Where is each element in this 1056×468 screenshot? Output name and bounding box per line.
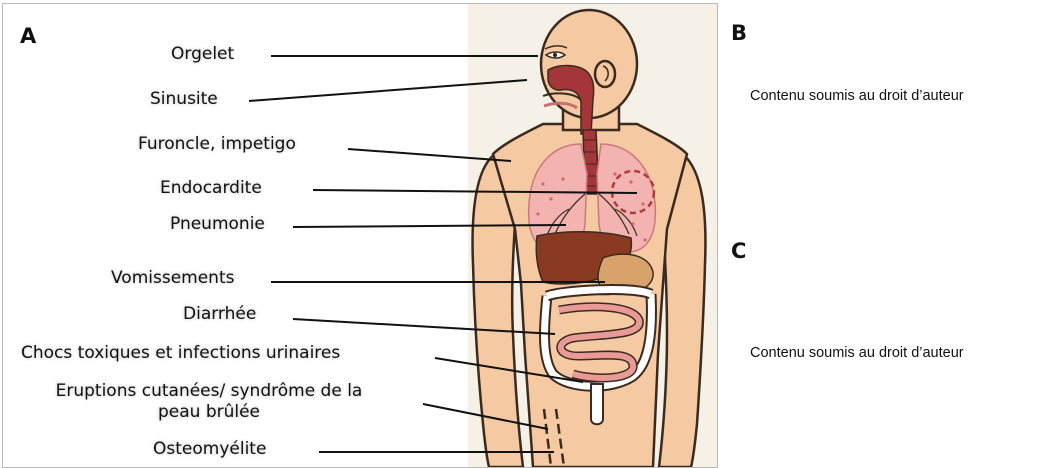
label-furoncle-impetigo: Furoncle, impetigo — [138, 134, 296, 154]
panel-letter-a: A — [20, 24, 36, 48]
label-orgelet: Orgelet — [171, 44, 234, 64]
panel-letter-c: C — [731, 239, 746, 263]
label-pneumonie: Pneumonie — [170, 214, 265, 234]
label-eruptions-cutanees: Eruptions cutanées/ syndrôme de la peau … — [29, 381, 389, 423]
panel-letter-b: B — [731, 21, 747, 45]
label-eruptions-line1: Eruptions cutanées/ syndrôme de la — [29, 381, 389, 402]
diagram-panel-a: A Orgelet Sinusite Furoncle, impetigo En… — [2, 3, 718, 468]
label-eruptions-line2: peau brûlée — [29, 402, 389, 423]
label-osteomyelite: Osteomyélite — [153, 439, 266, 459]
copyright-notice-c: Contenu soumis au droit d’auteur — [750, 345, 964, 361]
label-chocs-toxiques: Chocs toxiques et infections urinaires — [21, 343, 340, 363]
label-diarrhee: Diarrhée — [183, 304, 256, 324]
copyright-notice-b: Contenu soumis au droit d’auteur — [750, 88, 964, 104]
label-vomissements: Vomissements — [111, 268, 234, 288]
label-sinusite: Sinusite — [150, 89, 218, 109]
bladder — [591, 384, 603, 424]
label-endocardite: Endocardite — [160, 178, 262, 198]
